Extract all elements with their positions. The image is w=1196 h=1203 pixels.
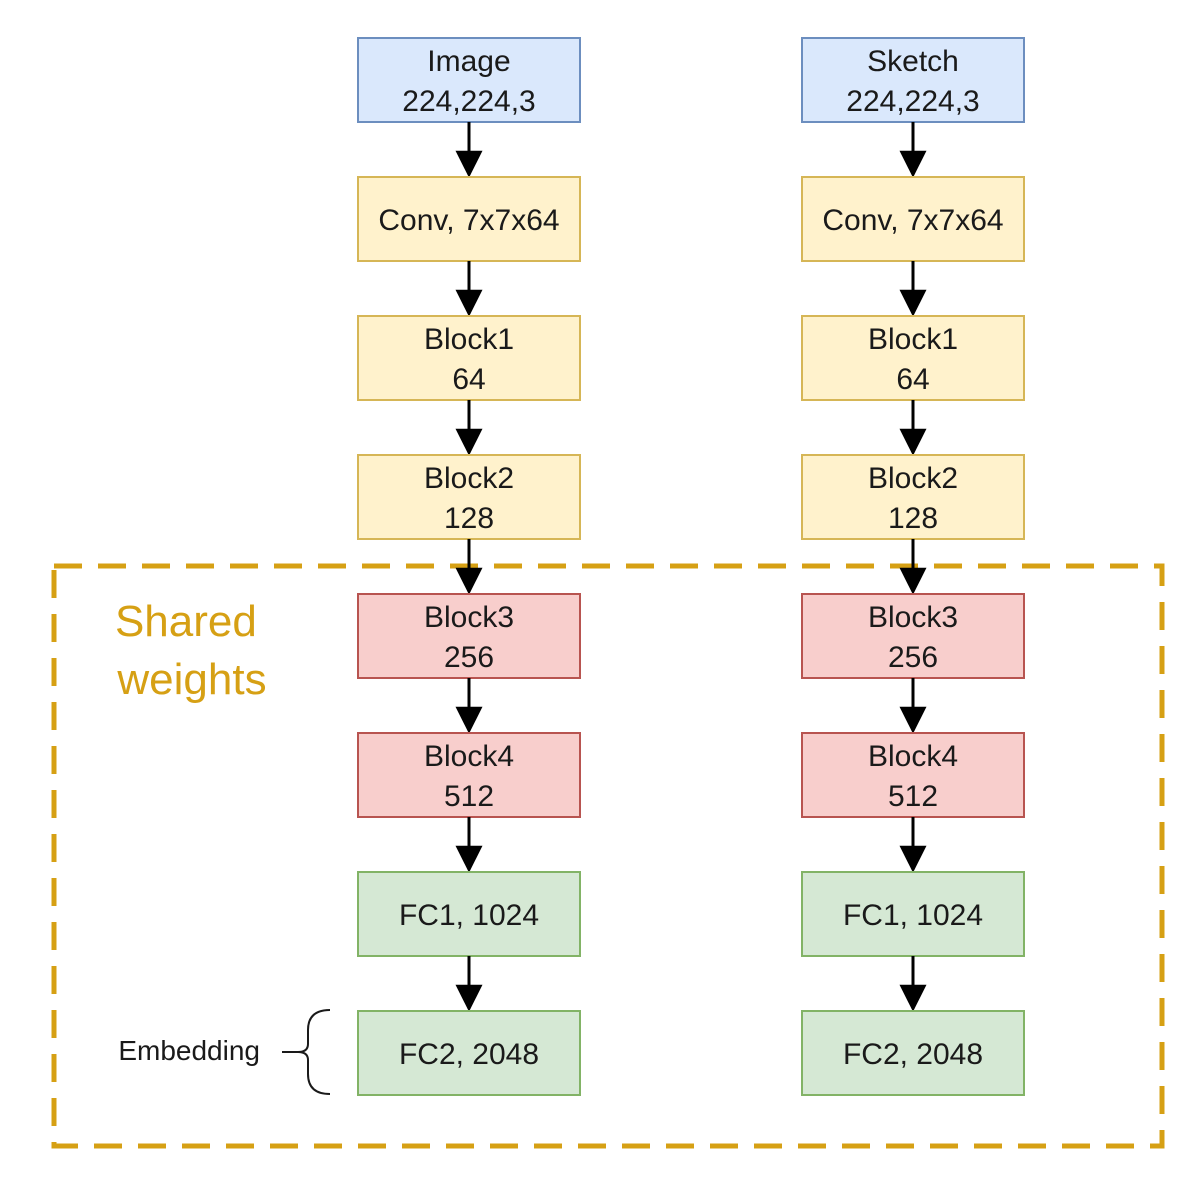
- layer-block-label: Block1: [868, 323, 958, 356]
- layer-block-label: Block3: [424, 601, 514, 634]
- layer-block: [801, 176, 1025, 262]
- shared-weights-region: [51, 563, 1165, 1149]
- layer-block-label: FC2, 2048: [399, 1038, 539, 1071]
- layer-block-label: 64: [896, 363, 929, 396]
- embedding-brace-icon: [282, 1009, 331, 1095]
- layer-block-label: 256: [888, 641, 938, 674]
- layer-block: [357, 176, 581, 262]
- layer-block-label: 64: [452, 363, 485, 396]
- layer-block: [801, 454, 1025, 540]
- layer-block-label: FC1, 1024: [843, 899, 983, 932]
- layer-block-label: 128: [888, 502, 938, 535]
- layer-block-label: Block2: [424, 462, 514, 495]
- layer-block-label: 512: [444, 780, 494, 813]
- shared-weights-label: Shared weights: [115, 597, 269, 704]
- layer-block: [357, 732, 581, 818]
- layer-block-label: Block1: [424, 323, 514, 356]
- layer-block: [801, 37, 1025, 123]
- layer-block-label: FC2, 2048: [843, 1038, 983, 1071]
- shared-weights-label-line: Shared: [115, 597, 257, 646]
- shared-weights-label-line: weights: [116, 655, 266, 704]
- layer-block-label: Image: [427, 45, 510, 78]
- embedding-label: Embedding: [118, 1035, 260, 1066]
- layer-block: [357, 593, 581, 679]
- layer-block: [801, 871, 1025, 957]
- layer-block-label: Sketch: [867, 45, 959, 78]
- layer-block: [801, 593, 1025, 679]
- layer-block-label: FC1, 1024: [399, 899, 539, 932]
- layer-block-label: Block2: [868, 462, 958, 495]
- layer-block-label: 256: [444, 641, 494, 674]
- layer-block-label: 224,224,3: [846, 85, 979, 118]
- layer-block-label: 224,224,3: [402, 85, 535, 118]
- layer-block: [801, 732, 1025, 818]
- layer-block-label: Conv, 7x7x64: [822, 204, 1003, 237]
- layer-block: [357, 1010, 581, 1096]
- layer-block: [801, 315, 1025, 401]
- layer-block: [357, 871, 581, 957]
- layer-block: [357, 454, 581, 540]
- layer-block-label: 512: [888, 780, 938, 813]
- layer-block: [801, 1010, 1025, 1096]
- layer-block: [357, 37, 581, 123]
- layer-block-label: Conv, 7x7x64: [378, 204, 559, 237]
- layer-block-label: Block4: [424, 740, 514, 773]
- layer-block-label: Block3: [868, 601, 958, 634]
- layer-block-label: Block4: [868, 740, 958, 773]
- layer-block-label: 128: [444, 502, 494, 535]
